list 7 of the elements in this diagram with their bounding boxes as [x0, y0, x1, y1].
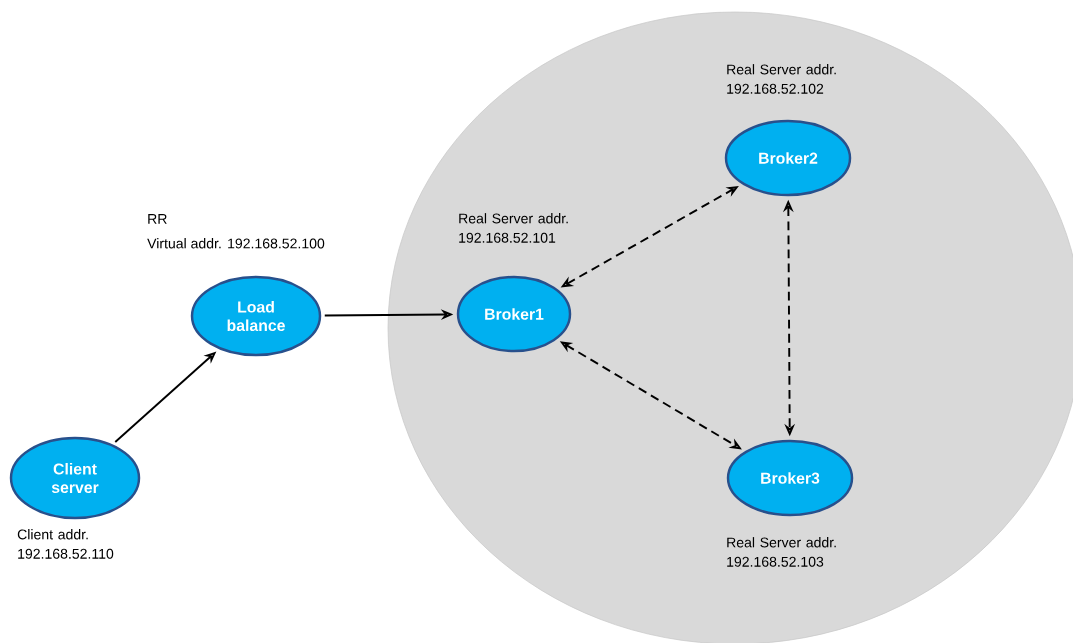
address-label: Client addr. 192.168.52.110: [17, 529, 114, 559]
cluster-ellipse: [387, 11, 1073, 643]
address-label: Real Server addr. 192.168.52.101: [459, 213, 568, 243]
address-label: Virtual addr. 192.168.52.100: [147, 238, 325, 249]
address-label: RR: [148, 214, 167, 224]
address-label: Real Server addr. 192.168.52.103: [727, 537, 836, 567]
address-label: Real Server addr. 192.168.52.102: [727, 64, 836, 94]
